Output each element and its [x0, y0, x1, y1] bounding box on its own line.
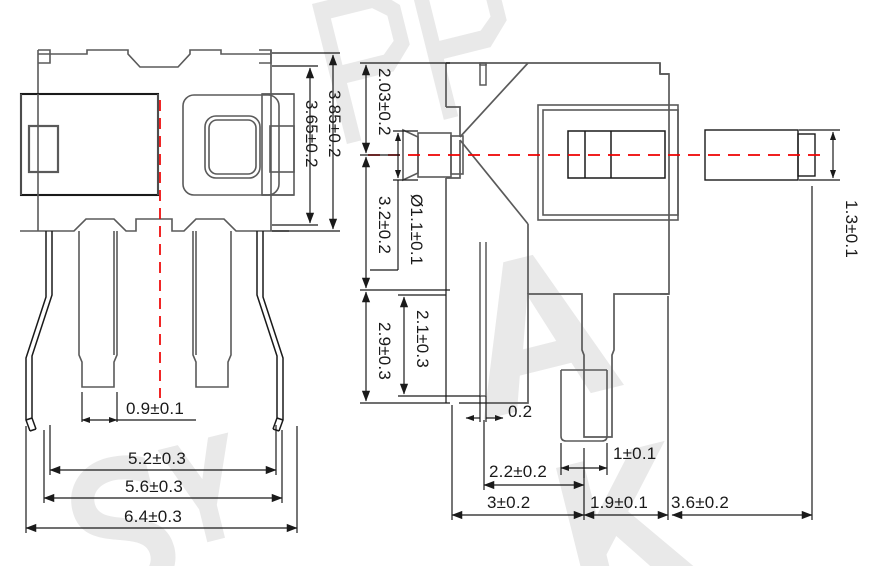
- dim-text-side-h-1: 1±0.1: [613, 444, 656, 463]
- front-left-leg: [25, 231, 53, 432]
- front-body-outline: [20, 94, 272, 231]
- front-view: [19, 49, 295, 432]
- dim-text-side-v-203: 2.03±0.2: [375, 68, 394, 136]
- dim-text-side-v-21: 2.1±0.3: [413, 310, 432, 368]
- front-bottom-skirt: [20, 218, 289, 232]
- dim-text-side-h-36: 3.6±0.2: [671, 493, 729, 512]
- front-button-housing: [182, 94, 280, 196]
- dim-text-front-pin-gap: 0.9±0.1: [126, 399, 184, 418]
- front-center-pins: [78, 231, 232, 388]
- dim-text-front-w-64: 6.4±0.3: [124, 507, 182, 526]
- dim-text-side-v-13: 1.3±0.1: [842, 200, 861, 258]
- dim-text-side-v-32: 3.2±0.2: [375, 196, 394, 254]
- front-right-leg: [256, 231, 284, 432]
- dim-text-side-h-3: 3±0.2: [487, 493, 530, 512]
- side-thin-blades: [479, 62, 487, 397]
- side-inner-cavity: [537, 104, 679, 221]
- dim-text-front-w-52: 5.2±0.3: [128, 449, 186, 468]
- dim-text-side-dia-11: Ø1.1±0.1: [407, 194, 426, 265]
- side-bottom-notch: [560, 369, 608, 442]
- dim-text-side-v-29: 2.9±0.3: [375, 322, 394, 380]
- dim-text-side-t-02: 0.2: [508, 402, 532, 421]
- dim-text-front-w-56: 5.6±0.3: [125, 477, 183, 496]
- dim-text-front-h-outer: 3.85±0.2: [325, 90, 344, 158]
- front-view-dimensions: [25, 52, 340, 533]
- dim-text-side-h-22: 2.2±0.2: [489, 462, 547, 481]
- dim-text-side-h-19: 1.9±0.1: [590, 493, 648, 512]
- side-view-dimensions: [360, 62, 840, 520]
- front-top-cap: [37, 49, 272, 94]
- front-left-body-window: [27, 124, 60, 174]
- dim-text-front-h-inner: 3.65±0.2: [302, 100, 321, 168]
- front-right-lugs: [261, 93, 295, 196]
- side-body-steps: [659, 63, 669, 295]
